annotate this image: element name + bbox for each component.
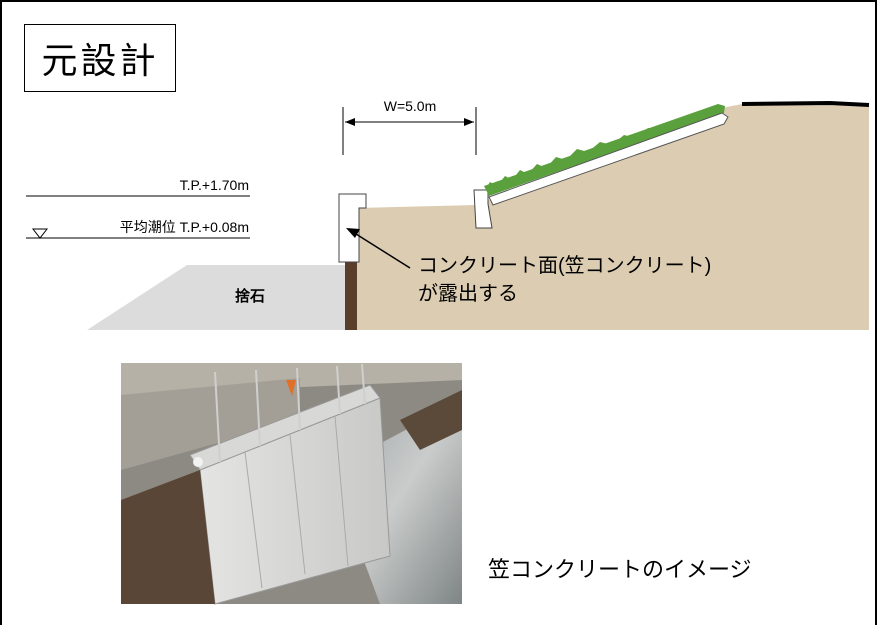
road-pavement [741, 100, 870, 107]
callout-text-line2: が露出する [418, 282, 518, 305]
water-levels: T.P.+1.70m 平均潮位 T.P.+0.08m [26, 177, 250, 239]
rear-block [473, 189, 493, 229]
width-dimension: W=5.0m [342, 98, 477, 155]
page-title: 元設計 [41, 41, 159, 82]
width-label: W=5.0m [384, 98, 437, 114]
slope-grass [484, 104, 729, 206]
rubble-label: 捨石 [235, 287, 265, 305]
water-level-icon [31, 228, 49, 239]
level-high-label: T.P.+1.70m [180, 177, 249, 193]
coping-concrete [338, 193, 367, 263]
backfill-soil [356, 104, 869, 330]
coping-concrete-photo [121, 363, 462, 605]
callout-text-line1: コンクリート面(笠コンクリート) [418, 254, 711, 277]
level-mean-label: 平均潮位 T.P.+0.08m [120, 219, 249, 235]
photo-caption: 笠コンクリートのイメージ [488, 558, 752, 583]
callout-arrow [346, 228, 411, 269]
title-box: 元設計 [24, 24, 176, 92]
rubble-mound [87, 265, 345, 330]
